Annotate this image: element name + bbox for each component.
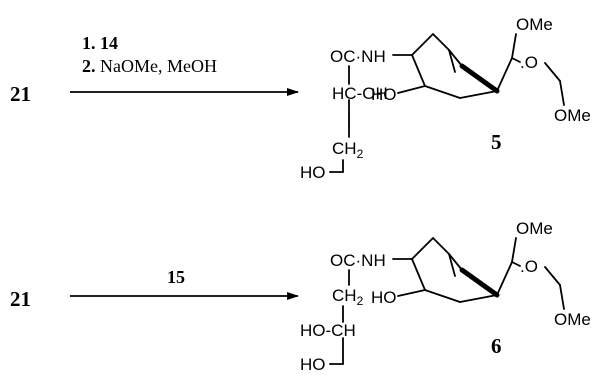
reaction-2: 21 15 OMe .O OMe	[10, 219, 591, 374]
product-6-hydroxyl-end: HO	[300, 355, 326, 374]
product-5-ch2: CH2	[332, 139, 364, 161]
product-6-ho-ch: HO-CH	[300, 321, 356, 340]
product-6-amide-carbonyl: OC·NH	[330, 251, 386, 270]
product-6-ome-bottom: OMe	[554, 310, 591, 329]
product-5-number: 5	[491, 130, 502, 154]
product-6-hydroxyl-ring: HO	[371, 288, 397, 307]
product-5-ome-top: OMe	[516, 15, 553, 34]
condition-2-reagent: 15	[167, 267, 185, 287]
product-5-hc-oh: HC-OH	[332, 84, 388, 103]
starting-material-2: 21	[10, 287, 31, 311]
condition-1-step-1: 1. 14	[82, 33, 118, 53]
product-5-structure	[329, 33, 565, 173]
reaction-1: 21 1. 14 2. NaOMe, MeOH	[10, 15, 591, 182]
starting-material-1: 21	[10, 82, 31, 106]
product-6-ring-oxygen: .O	[520, 257, 538, 276]
product-5-amide-carbonyl: OC·NH	[330, 47, 386, 66]
condition-1-step-2: 2. NaOMe, MeOH	[82, 56, 217, 76]
product-5-ome-bottom: OMe	[554, 106, 591, 125]
product-5-ring-oxygen: .O	[520, 53, 538, 72]
product-5-hydroxyl-ring: HO	[371, 85, 397, 104]
product-6-ome-top: OMe	[516, 219, 553, 238]
product-5-hydroxyl-end: HO	[300, 163, 326, 182]
product-6-structure	[329, 237, 565, 365]
product-6-number: 6	[491, 334, 502, 358]
product-6-ch2: CH2	[332, 286, 364, 308]
